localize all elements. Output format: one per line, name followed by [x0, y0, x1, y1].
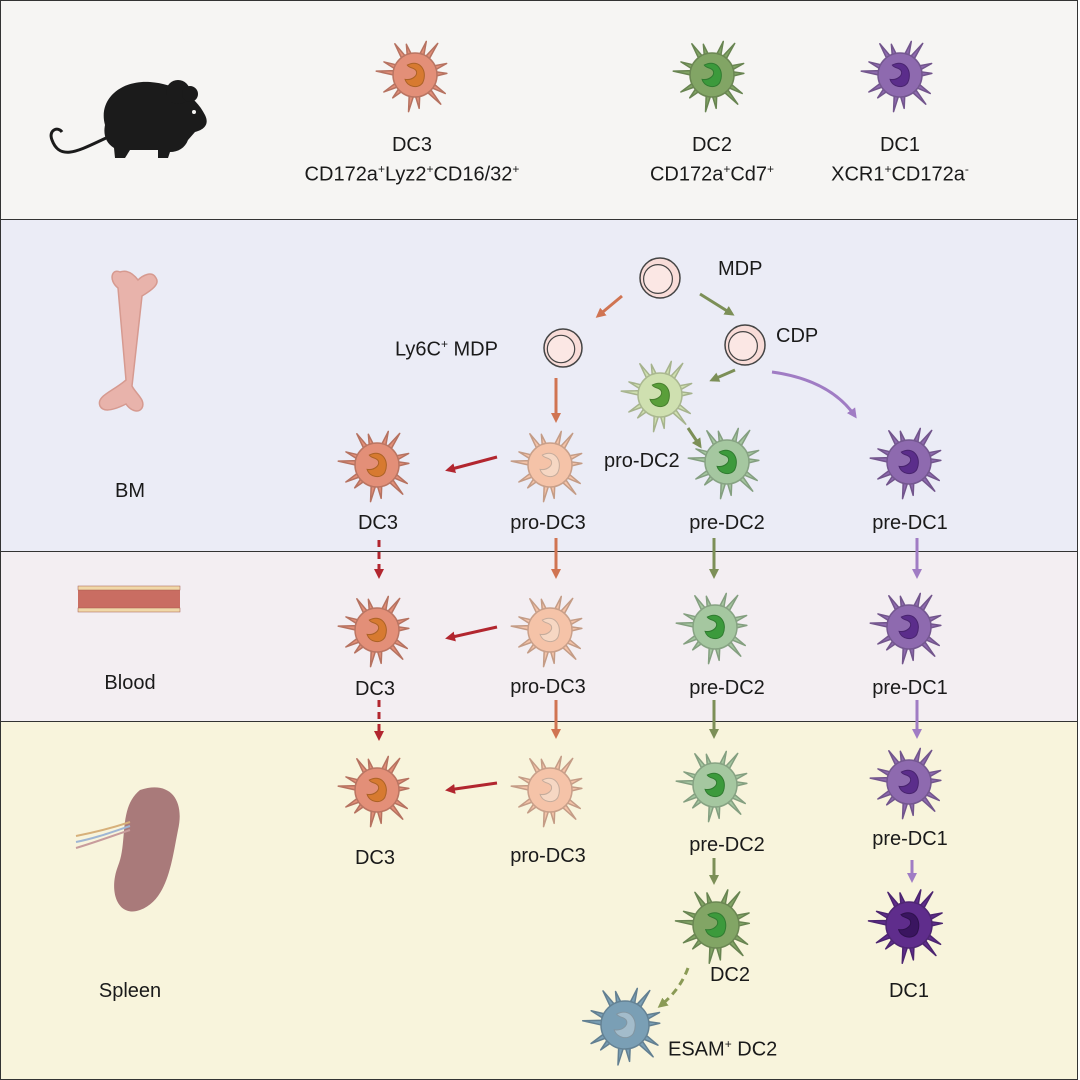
mouse-icon — [49, 80, 207, 158]
tissue-label-blood: Blood — [104, 672, 156, 694]
spleen-pro-dc3-label: pro-DC3 — [510, 845, 586, 867]
legend-dc3-cell — [375, 40, 448, 113]
arrow-dc2-to-esam-dc2 — [657, 967, 690, 1008]
legend-dc1-markers: XCR1+CD172a- — [831, 162, 969, 186]
arrow-blood-pro-dc3-to-dc3 — [445, 625, 498, 642]
spleen-dc2-cell — [674, 889, 751, 965]
arrow-mdp-to-cdp — [699, 292, 735, 316]
ly6c-mdp-cell — [543, 328, 583, 368]
arrow-pro-dc2-to-pre-dc2 — [686, 427, 702, 449]
arrow-mdp-to-ly6c — [595, 294, 623, 318]
spleen-pre-dc2-label: pre-DC2 — [689, 834, 765, 856]
blood-pre-dc2-cell — [675, 592, 748, 665]
legend-dc3: DC3 CD172a+Lyz2+CD16/32+ — [305, 133, 520, 187]
legend-dc2-cell — [672, 40, 745, 113]
legend-dc1-name: DC1 — [879, 134, 921, 156]
cdp-label: CDP — [776, 325, 819, 347]
cdp-cell — [724, 324, 766, 366]
arrow-cdp-to-pre-dc1 — [771, 370, 857, 419]
bm-pro-dc3-label: pro-DC3 — [510, 512, 586, 534]
arrows-layer — [374, 292, 922, 1008]
blood-pro-dc3-cell — [510, 595, 583, 668]
bm-dc3-cell — [337, 430, 410, 503]
blood-pre-dc1-label: pre-DC1 — [872, 677, 948, 699]
legend-dc2: DC2 CD172a+Cd7+ — [650, 133, 774, 187]
bone-icon — [98, 270, 158, 412]
legend-dc1-cell — [860, 40, 933, 113]
blood-pro-dc3-label: pro-DC3 — [510, 676, 586, 698]
cells-layer — [337, 40, 944, 1066]
tissue-label-spleen: Spleen — [98, 980, 162, 1002]
spleen-icon — [75, 787, 180, 912]
bm-pro-dc3-cell — [510, 430, 583, 503]
blood-pre-dc1-cell — [869, 592, 942, 665]
pro-dc2-cell — [620, 360, 693, 433]
bm-pre-dc1-label: pre-DC1 — [872, 512, 948, 534]
mdp-cell — [639, 257, 681, 299]
bm-pre-dc1-cell — [869, 427, 942, 500]
bone-marrow-band — [0, 219, 1078, 552]
mdp-label: MDP — [718, 258, 763, 280]
bm-dc3-label: DC3 — [357, 512, 399, 534]
spleen-dc2-label: DC2 — [709, 964, 751, 986]
arrow-bm-pro-dc3-to-dc3 — [445, 455, 498, 474]
spleen-dc1-cell — [867, 889, 944, 965]
pro-dc2-label: pro-DC2 — [604, 450, 680, 472]
spleen-pre-dc1-cell — [869, 747, 942, 820]
bm-pre-dc2-cell — [687, 427, 760, 500]
blood-dc3-cell — [337, 595, 410, 668]
ly6c-mdp-label: Ly6C+ MDP — [395, 337, 498, 361]
legend-dc3-name: DC3 — [391, 134, 433, 156]
spleen-pre-dc1-label: pre-DC1 — [872, 828, 948, 850]
bm-pre-dc2-label: pre-DC2 — [689, 512, 765, 534]
legend-dc3-markers: CD172a+Lyz2+CD16/32+ — [304, 162, 520, 186]
blood-dc3-label: DC3 — [354, 678, 396, 700]
legend-dc1: DC1 XCR1+CD172a- — [831, 133, 969, 187]
arrow-spleen-pro-dc3-to-dc3 — [445, 781, 498, 794]
blood-pre-dc2-label: pre-DC2 — [689, 677, 765, 699]
legend-dc2-name: DC2 — [691, 134, 732, 156]
tissue-label-bm: BM — [115, 480, 145, 502]
spleen-pro-dc3-cell — [510, 755, 583, 828]
esam-dc2-cell — [581, 987, 661, 1066]
spleen-dc3-label: DC3 — [354, 847, 396, 869]
spleen-pre-dc2-cell — [675, 750, 748, 823]
legend-dc2-markers: CD172a+Cd7+ — [649, 162, 775, 186]
arrow-cdp-to-pro-dc2 — [709, 368, 736, 382]
blood-vessel-icon — [77, 585, 181, 613]
spleen-dc3-cell — [337, 755, 410, 828]
esam-dc2-label: ESAM+ DC2 — [668, 1037, 778, 1061]
spleen-dc1-label: DC1 — [888, 980, 930, 1002]
